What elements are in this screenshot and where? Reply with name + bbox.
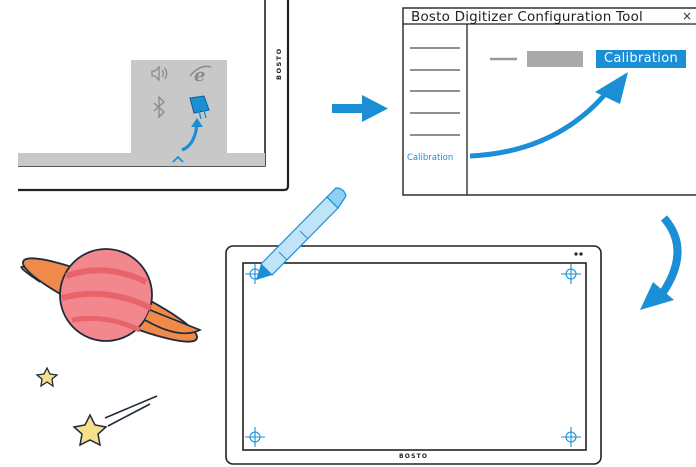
- bluetooth-icon: [153, 95, 165, 119]
- config-window-frame: [402, 7, 696, 196]
- window-title: Bosto Digitizer Configuration Tool: [411, 9, 644, 25]
- step-arrow-down: [640, 215, 682, 310]
- speaker-icon: [151, 65, 168, 82]
- tray-arrow-head: [191, 118, 203, 127]
- planet-illustration: [20, 248, 202, 343]
- ie-icon: e: [189, 65, 212, 86]
- shooting-star: [72, 395, 158, 447]
- calibration-button[interactable]: Calibration: [596, 50, 686, 68]
- svg-text:e: e: [194, 65, 205, 86]
- step-arrow-right: [332, 95, 388, 122]
- monitor-brand-label: BOSTO: [275, 47, 283, 80]
- tablet-brand-label: BOSTO: [399, 453, 429, 460]
- sidebar-item-calibration[interactable]: Calibration: [407, 153, 454, 163]
- digitizer-tray-icon[interactable]: [189, 95, 210, 120]
- tray-arrow: [181, 123, 199, 152]
- pen-display: [225, 187, 602, 465]
- close-icon[interactable]: ×: [682, 9, 693, 23]
- monitor: e: [18, 0, 290, 192]
- star-small: [35, 366, 59, 388]
- stylus-pen: [256, 187, 347, 280]
- system-tray-popup: [131, 60, 227, 166]
- chevron-up-icon[interactable]: [172, 155, 184, 163]
